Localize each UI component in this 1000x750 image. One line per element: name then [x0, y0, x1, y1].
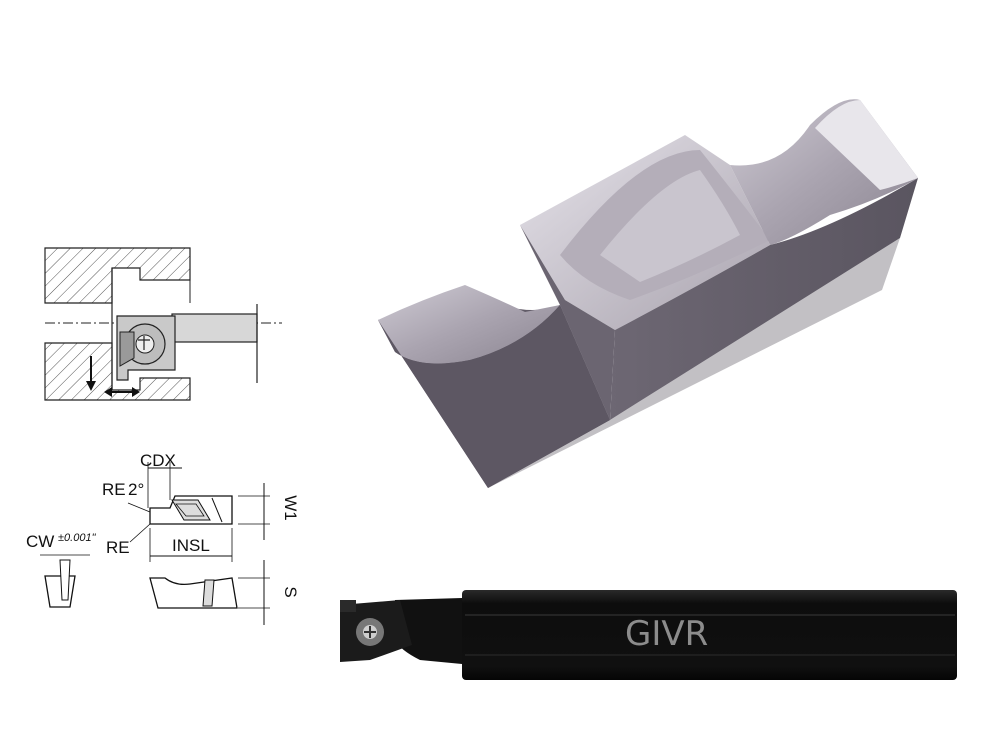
- label-re-top: RE: [102, 480, 126, 499]
- label-s: S: [281, 586, 300, 597]
- grooving-insert-render: [378, 99, 918, 488]
- label-cdx: CDX: [140, 451, 176, 470]
- application-diagram: [44, 247, 282, 401]
- insert-side-face: [610, 178, 918, 420]
- boring-bar-holder: GIVR: [340, 590, 957, 680]
- label-re-bottom: RE: [106, 538, 130, 557]
- insert-left-groove: [378, 285, 560, 364]
- label-angle: 2°: [128, 480, 144, 499]
- label-cw: CW: [26, 532, 54, 551]
- label-cw-tolerance: ±0.001": [58, 532, 97, 544]
- dimension-drawing: CDX RE 2° W1 INSL RE CW ±0.001" S: [26, 451, 300, 625]
- label-insl: INSL: [172, 536, 210, 555]
- label-w1: W1: [281, 495, 300, 521]
- holder-brand-text: GIVR: [625, 614, 708, 654]
